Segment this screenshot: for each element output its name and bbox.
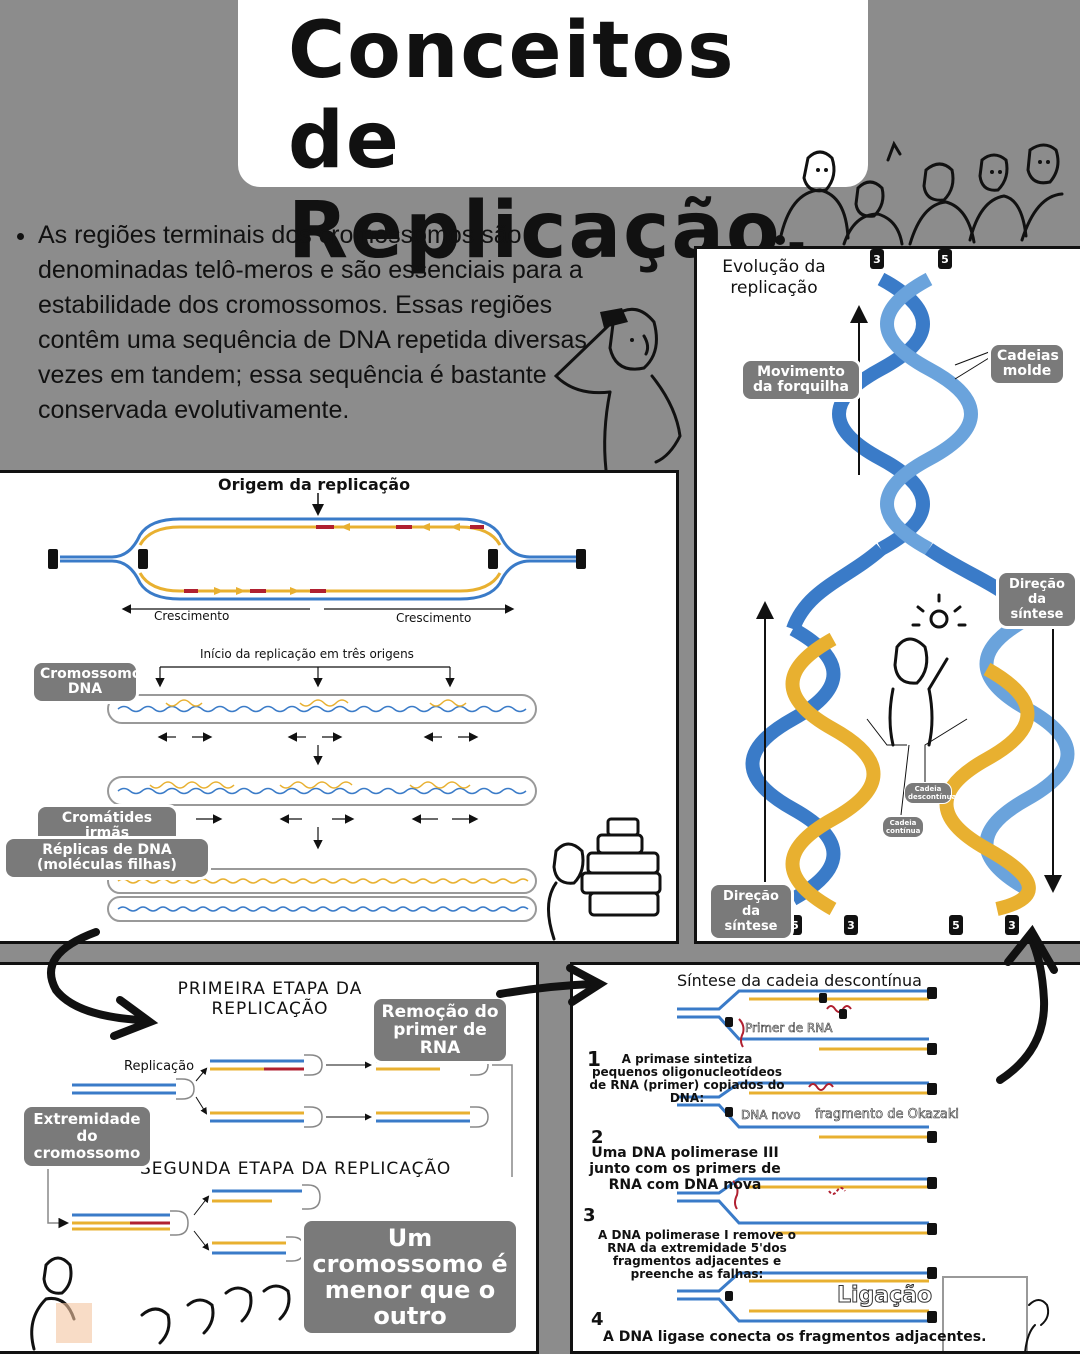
synthesis-heading: Síntese da cadeia descontínua bbox=[677, 971, 922, 990]
end-top-left: 3 bbox=[873, 253, 881, 266]
step3-text: A DNA polimerase I remove o RNA da extre… bbox=[598, 1228, 796, 1281]
tag-dna-replicas: Réplicas de DNA (moléculas filhas) bbox=[6, 839, 208, 877]
step1-number: 1 bbox=[587, 1047, 601, 1071]
okazaki-label: fragmento de Okazaki bbox=[815, 1107, 960, 1123]
end-b3: 5 bbox=[952, 919, 960, 932]
idea-person-icon bbox=[888, 593, 967, 747]
second-stage-heading: SEGUNDA ETAPA DA REPLICAÇÃO bbox=[140, 1159, 452, 1179]
growth-left: Crescimento bbox=[154, 609, 230, 623]
books-person-icon bbox=[547, 817, 662, 941]
origin-heading: Origem da replicação bbox=[218, 475, 411, 494]
stages-panel: PRIMEIRA ETAPA DA REPLICAÇÃO SEGUNDA ETA… bbox=[0, 962, 539, 1354]
three-origins-label: Início da replicação em três origens bbox=[200, 647, 414, 661]
tag-lagging-strand: Cadeia descontínua bbox=[905, 783, 956, 803]
intro-text: As regiões terminais dos cromossomos são… bbox=[12, 218, 612, 428]
tag-fork-movement: Movimento da forquilha bbox=[743, 361, 859, 399]
end-b1: 5 bbox=[791, 919, 799, 932]
step1-text: A primase sintetiza pequenos oligonucleo… bbox=[589, 1052, 785, 1105]
doodle-people-icon bbox=[775, 140, 1064, 246]
step4-number: 4 bbox=[591, 1309, 604, 1330]
thinking-person-icon bbox=[553, 307, 682, 472]
replication-stages-diagram bbox=[30, 1054, 513, 1351]
new-dna-label: DNA novo bbox=[741, 1108, 801, 1123]
step2-text: Uma DNA polimerase III junto com os prim… bbox=[589, 1145, 781, 1193]
tag-chromosome-end: Extremidade do cromossomo bbox=[24, 1107, 150, 1166]
board-presenter-icon bbox=[942, 1276, 1050, 1351]
tag-primer-removal: Remoção do primer de RNA bbox=[374, 999, 506, 1061]
tag-template-strands: Cadeias molde bbox=[991, 345, 1063, 383]
tag-leading-strand: Cadeia contínua bbox=[883, 817, 923, 837]
okazaki-diagram bbox=[677, 987, 1050, 1351]
tag-shorter-chromosome: Um cromossomo é menor que o outro bbox=[304, 1221, 516, 1333]
first-stage-heading: PRIMEIRA ETAPA DA REPLICAÇÃO bbox=[177, 979, 363, 1019]
ligation-label: Ligação bbox=[836, 1283, 933, 1309]
arrow-right-icon bbox=[566, 964, 608, 1006]
origin-panel: Origem da replicação bbox=[0, 470, 679, 944]
end-top-right: 5 bbox=[941, 253, 949, 266]
growth-right: Crescimento bbox=[396, 611, 472, 625]
tag-synthesis-direction-left: Direção da síntese bbox=[711, 885, 791, 938]
origin-diagram bbox=[48, 493, 662, 941]
title-box: Conceitos de Replicação. bbox=[238, 0, 868, 276]
tag-chromosome-dna: Cromossomo DNA bbox=[34, 663, 142, 701]
curved-arrow-up-icon bbox=[1004, 924, 1058, 974]
synthesis-panel: Síntese da cadeia descontínua bbox=[570, 962, 1080, 1354]
evolution-panel: Evolução da replicação 3 5 5 3 5 3 bbox=[694, 246, 1080, 944]
primer-label: Primer de RNA bbox=[745, 1021, 833, 1036]
audience-doodle-icon bbox=[30, 1256, 291, 1351]
evolution-heading: Evolução da replicação bbox=[722, 257, 826, 298]
tag-synthesis-direction-right: Direção da síntese bbox=[999, 573, 1075, 626]
tag-sister-chromatids: Cromátides irmãs bbox=[38, 807, 176, 845]
replication-label: Replicação bbox=[124, 1059, 195, 1074]
end-b2: 3 bbox=[847, 919, 855, 932]
curved-arrow-left-icon bbox=[110, 996, 159, 1040]
intro-bullet: As regiões terminais dos cromossomos são… bbox=[38, 218, 612, 428]
step2-number: 2 bbox=[591, 1127, 604, 1148]
connector-arrows bbox=[47, 924, 1058, 1084]
step4-text: A DNA ligase conecta os fragmentos adjac… bbox=[603, 1329, 987, 1345]
step3-number: 3 bbox=[583, 1205, 596, 1226]
end-b4: 3 bbox=[1008, 919, 1016, 932]
